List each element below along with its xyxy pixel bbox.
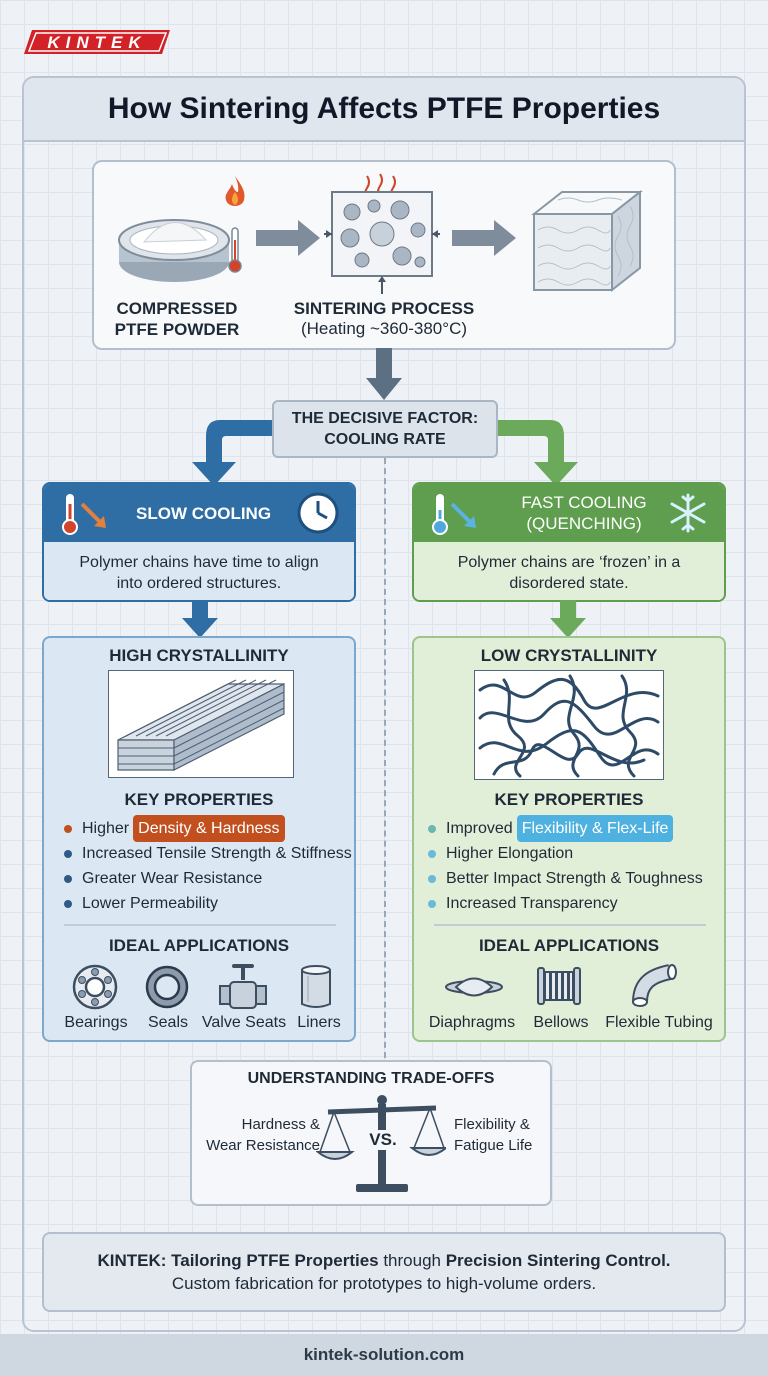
fast-cooling-heading: FAST COOLING (QUENCHING) [521, 493, 647, 533]
thermometer-icon [430, 492, 482, 541]
footer-banner: KINTEK: Tailoring PTFE Properties throug… [42, 1232, 726, 1312]
ordered-chains-illustration [107, 669, 295, 783]
arrow-down-fast [548, 600, 588, 640]
disordered-chains-illustration [473, 669, 665, 785]
liner-icon [298, 964, 334, 1015]
highlight-density-hardness: Density & Hardness [133, 815, 285, 842]
app-label-valve-seats: Valve Seats [201, 1014, 287, 1031]
thermometer-icon [226, 226, 244, 274]
center-divider [384, 458, 386, 1058]
divider [434, 924, 706, 926]
fast-applications-title: IDEAL APPLICATIONS [478, 936, 660, 955]
clock-icon [296, 491, 340, 540]
tubing-icon [630, 962, 682, 1015]
app-label-flexible-tubing: Flexible Tubing [605, 1014, 713, 1031]
sintered-block-illustration [528, 186, 648, 296]
flame-icon [220, 172, 250, 212]
thermometer-icon [60, 492, 112, 541]
low-crystallinity-title: LOW CRYSTALLINITY [480, 646, 658, 665]
list-item: Increased Tensile Strength & Stiffness [64, 841, 354, 866]
title-bar: How Sintering Affects PTFE Properties [24, 78, 744, 142]
bellows-icon [536, 964, 582, 1013]
diaphragm-icon [444, 972, 504, 1007]
slow-applications-title: IDEAL APPLICATIONS [108, 936, 290, 955]
app-label-liners: Liners [297, 1014, 341, 1031]
list-item: Better Impact Strength & Toughness [428, 866, 724, 891]
slow-cooling-card: SLOW COOLING Polymer chains have time to… [42, 482, 356, 602]
arrow-down-slow [180, 600, 220, 640]
tradeoffs-left-label: Hardness & Wear Resistance [206, 1116, 320, 1154]
app-label-seals: Seals [147, 1014, 189, 1031]
tradeoffs-title: UNDERSTANDING TRADE-OFFS [247, 1070, 495, 1087]
website-link[interactable]: kintek-solution.com [303, 1345, 465, 1364]
sintering-diagram [322, 172, 442, 296]
tradeoffs-vs: VS. [362, 1130, 404, 1150]
slow-cooling-header: SLOW COOLING [44, 484, 354, 542]
valve-icon [218, 962, 268, 1015]
snowflake-icon [666, 491, 710, 540]
arrow-curve-right [494, 410, 594, 486]
slow-cooling-description: Polymer chains have time to align into o… [44, 542, 354, 600]
list-item: Increased Transparency [428, 891, 724, 916]
app-label-diaphragms: Diaphragms [428, 1014, 516, 1031]
list-item: Higher Elongation [428, 841, 724, 866]
footer-url-bar: kintek-solution.com [0, 1334, 768, 1376]
decisive-factor-line1: THE DECISIVE FACTOR: [291, 410, 479, 427]
fast-key-properties-title: KEY PROPERTIES [494, 790, 644, 809]
decisive-factor-box: THE DECISIVE FACTOR: COOLING RATE [272, 400, 498, 458]
seal-icon [144, 964, 190, 1015]
bearing-icon [72, 964, 118, 1015]
arrow-curve-left [176, 410, 276, 486]
kintek-logo: KINTEK [22, 28, 172, 56]
tradeoffs-panel: UNDERSTANDING TRADE-OFFS Hardness & Wear… [190, 1060, 552, 1206]
decisive-factor-line2: COOLING RATE [324, 431, 446, 448]
list-item: Lower Permeability [64, 891, 354, 916]
fast-cooling-card: FAST COOLING (QUENCHING) Polymer chains … [412, 482, 726, 602]
app-label-bearings: Bearings [64, 1014, 128, 1031]
sintering-process-label: SINTERING PROCESS (Heating ~360-380°C) [293, 299, 475, 338]
footer-line1: KINTEK: Tailoring PTFE Properties throug… [97, 1251, 671, 1270]
slow-key-properties-title: KEY PROPERTIES [124, 790, 274, 809]
arrow-right-1 [254, 218, 324, 258]
arrow-down-center [364, 348, 404, 402]
logo-text: KINTEK [47, 33, 146, 52]
powder-dish-illustration [112, 190, 262, 290]
arrow-right-2 [450, 218, 520, 258]
main-frame [22, 76, 746, 1332]
fast-cooling-description: Polymer chains are ‘frozen’ in a disorde… [414, 542, 724, 600]
fast-cooling-header: FAST COOLING (QUENCHING) [414, 484, 724, 542]
page-title: How Sintering Affects PTFE Properties [107, 92, 661, 125]
high-crystallinity-panel: HIGH CRYSTALLINITY KEY PROPERTIES Higher… [42, 636, 356, 1042]
compressed-powder-label: COMPRESSED PTFE POWDER [114, 299, 240, 339]
list-item: Greater Wear Resistance [64, 866, 354, 891]
highlight-flexibility: Flexibility & Flex-Life [516, 815, 674, 842]
footer-line2: Custom fabrication for prototypes to hig… [171, 1274, 597, 1293]
slow-cooling-heading: SLOW COOLING [136, 504, 272, 523]
tradeoffs-right-label: Flexibility & Fatigue Life [454, 1116, 533, 1154]
high-crystallinity-title: HIGH CRYSTALLINITY [109, 646, 289, 665]
app-label-bellows: Bellows [533, 1014, 589, 1031]
divider [64, 924, 336, 926]
low-crystallinity-panel: LOW CRYSTALLINITY KEY PROPERTIES Improve… [412, 636, 726, 1042]
